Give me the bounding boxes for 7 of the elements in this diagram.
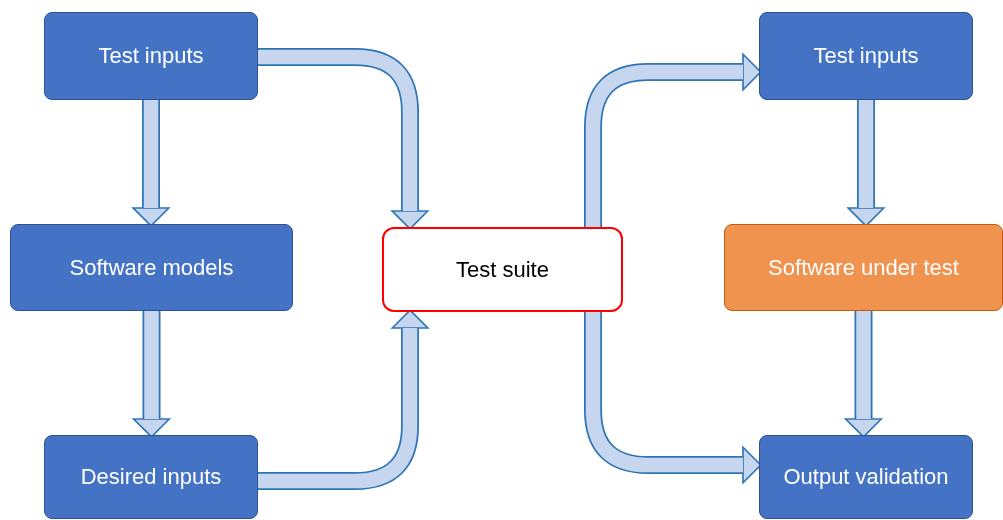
process-box: Software models [10, 224, 293, 311]
process-box: Software under test [724, 224, 1003, 311]
process-box: Output validation [759, 435, 973, 519]
process-box: Test inputs [44, 12, 258, 100]
process-box: Test suite [382, 227, 623, 312]
process-box: Test inputs [759, 12, 973, 100]
process-box: Desired inputs [44, 435, 258, 519]
